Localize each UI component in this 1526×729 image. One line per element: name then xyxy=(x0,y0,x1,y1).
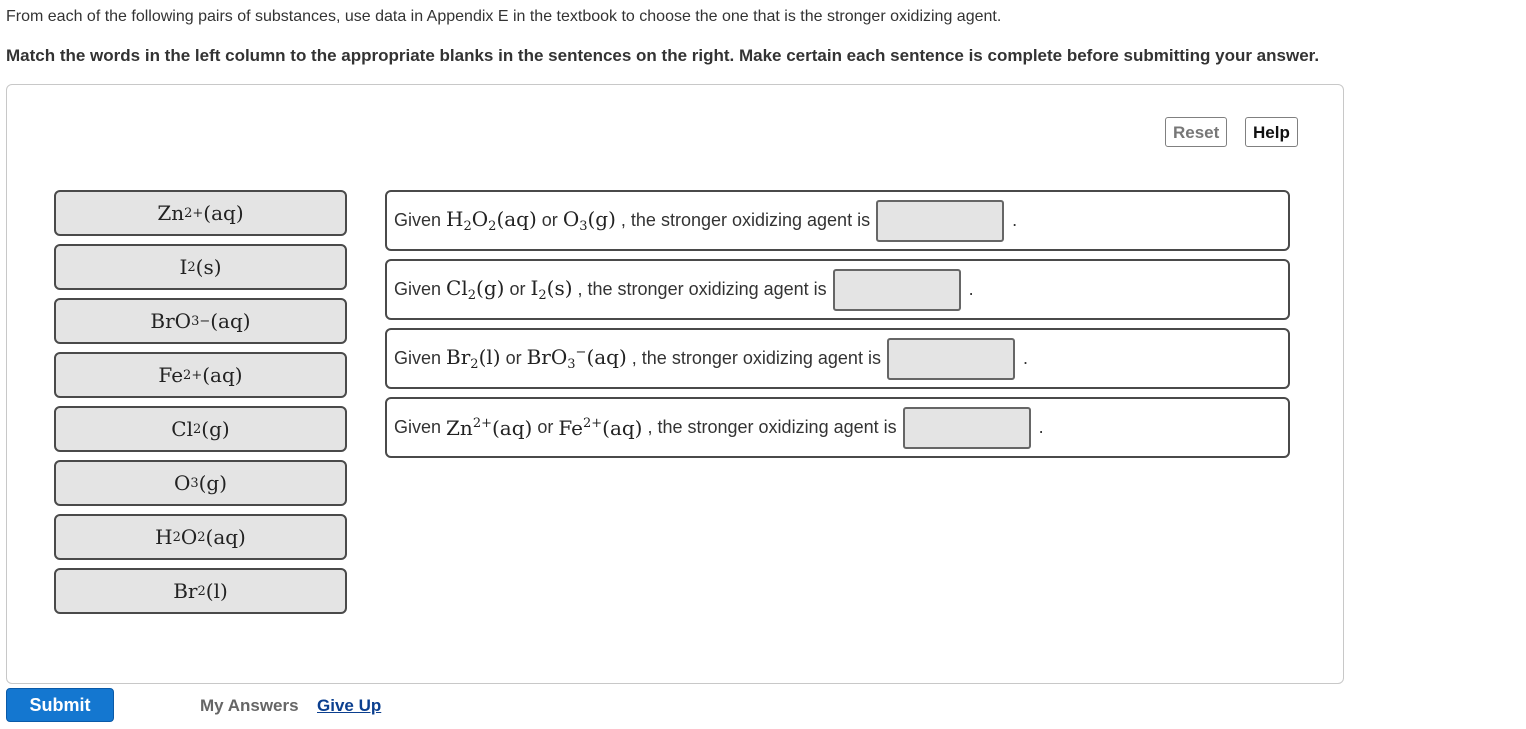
answer-blank-2[interactable] xyxy=(832,268,961,311)
my-answers-label: My Answers xyxy=(200,696,299,715)
matching-instruction: Match the words in the left column to th… xyxy=(6,46,1320,65)
reset-button[interactable]: Reset xyxy=(1165,117,1228,147)
formula-zn2plus: Zn2+(aq) xyxy=(446,415,533,440)
sentence-2: Given Cl2(g) or I2(s) , the stronger oxi… xyxy=(385,259,1290,320)
submit-button[interactable]: Submit xyxy=(6,688,114,722)
sentence-3: Given Br2(l) or BrO3−(aq) , the stronger… xyxy=(385,328,1290,389)
answer-blank-1[interactable] xyxy=(876,199,1005,242)
formula-i2: I2(s) xyxy=(530,276,573,303)
formula-br2: Br2(l) xyxy=(446,345,501,372)
instruction-text: From each of the following pairs of subs… xyxy=(6,8,1002,25)
sentence-4: Given Zn2+(aq) or Fe2+(aq) , the stronge… xyxy=(385,397,1290,458)
answer-blank-3[interactable] xyxy=(886,337,1015,380)
formula-bro3minus: BrO3−(aq) xyxy=(526,345,627,372)
formula-fe2plus: Fe2+(aq) xyxy=(558,415,643,440)
formula-h2o2: H2O2(aq) xyxy=(446,207,537,234)
formula-cl2: Cl2(g) xyxy=(446,276,505,303)
sentence-1: Given H2O2(aq) or O3(g) , the stronger o… xyxy=(385,190,1290,251)
answer-blank-4[interactable] xyxy=(902,406,1031,449)
give-up-link[interactable]: Give Up xyxy=(317,696,382,715)
formula-o3: O3(g) xyxy=(562,207,616,234)
help-button[interactable]: Help xyxy=(1245,117,1298,147)
